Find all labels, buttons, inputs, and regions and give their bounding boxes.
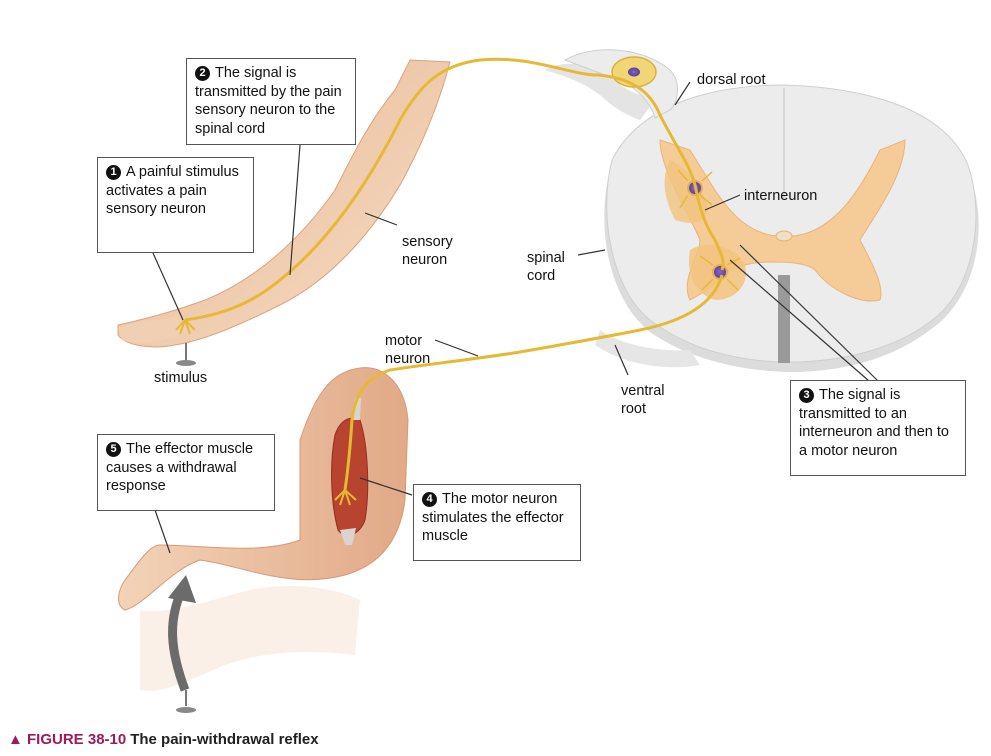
callout-1-text: A painful stimulus activates a pain sens… <box>106 164 239 217</box>
sensory-endings <box>175 319 196 335</box>
leader-lines <box>152 81 879 554</box>
step-number-4: 4 <box>422 492 437 507</box>
label-stimulus: stimulus <box>154 370 208 386</box>
step-number-1: 1 <box>106 165 121 180</box>
step-number-2: 2 <box>195 66 210 81</box>
label-interneuron: interneuron <box>744 188 818 204</box>
label-motor-neuron: motor neuron <box>385 333 431 367</box>
tack-bottom <box>176 690 196 713</box>
label-sensory-neuron: sensory neuron <box>402 234 453 268</box>
label-dorsal-root: dorsal root <box>697 72 766 88</box>
step-number-5: 5 <box>106 442 121 457</box>
motor-neuron-cell <box>689 245 746 300</box>
tack-top <box>176 343 196 366</box>
lower-arm-faded <box>140 585 360 691</box>
callout-4-text: The motor neuron stimulates the effector… <box>422 491 564 544</box>
sensory-neuron-path <box>184 57 725 322</box>
motor-endings <box>334 489 357 506</box>
figure-title: The pain-withdrawal reflex <box>130 731 319 748</box>
withdrawal-arrowhead <box>168 575 196 603</box>
spinal-cord <box>545 49 979 372</box>
callout-5-text: The effector muscle causes a withdrawal … <box>106 441 254 494</box>
label-spinal-cord: spinal cord <box>527 250 565 284</box>
step-number-3: 3 <box>799 388 814 403</box>
callout-3-text: The signal is transmitted to an interneu… <box>799 387 949 459</box>
label-ventral-root: ventral root <box>621 383 665 417</box>
motor-neuron-path <box>343 274 724 491</box>
interneuron-cell <box>664 160 713 223</box>
figure-number: ▲ FIGURE 38-10 <box>8 731 127 748</box>
callout-2-text: The signal is transmitted by the pain se… <box>195 65 342 137</box>
upper-arm <box>117 59 451 348</box>
